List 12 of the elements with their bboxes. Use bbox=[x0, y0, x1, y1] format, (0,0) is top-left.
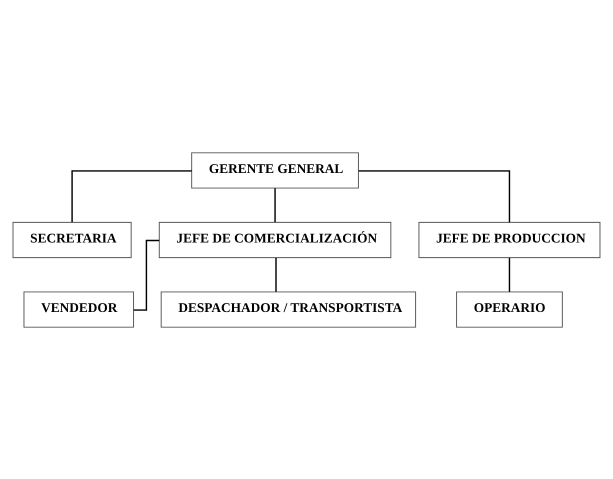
connector bbox=[358, 170, 510, 222]
node-box: VENDEDOR bbox=[24, 290, 134, 328]
connector bbox=[274, 188, 276, 222]
node-box: SECRETARIA bbox=[12, 221, 132, 258]
connector bbox=[275, 257, 277, 292]
node-box: JEFE DE PRODUCCION bbox=[418, 221, 600, 258]
node-box: GERENTE GENERAL bbox=[191, 152, 359, 188]
connector bbox=[71, 170, 192, 222]
node-box: DESPACHADOR / TRANSPORTISTA bbox=[160, 290, 416, 328]
connector bbox=[508, 257, 510, 292]
node-box: JEFE DE COMERCIALIZACIÓN bbox=[158, 221, 392, 258]
node-box: OPERARIO bbox=[456, 290, 563, 328]
